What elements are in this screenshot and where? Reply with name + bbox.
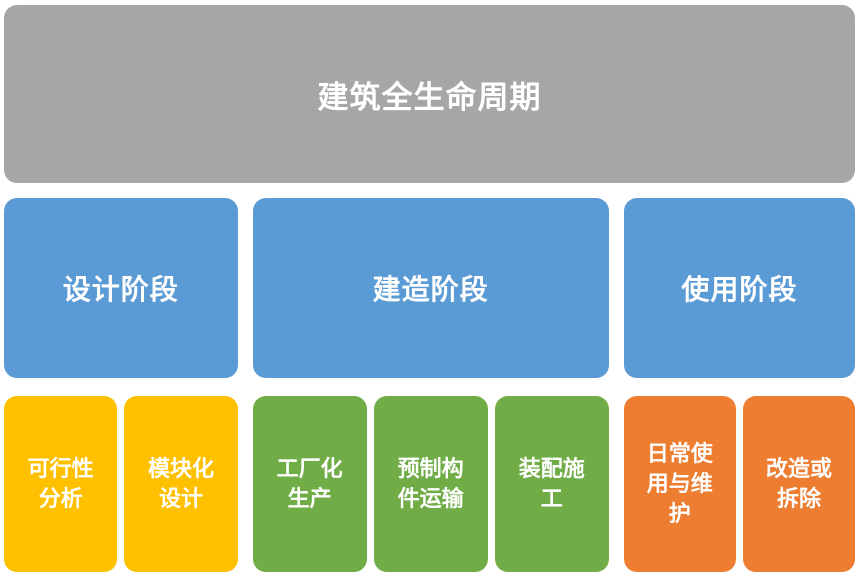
- sub-group-use: 日常使 用与维 护 改造或 拆除: [623, 396, 856, 572]
- phase-box-design: 设计阶段: [4, 198, 238, 378]
- sub-box-modular-design: 模块化 设计: [124, 396, 238, 572]
- sub-box-daily-use-maintenance: 日常使 用与维 护: [623, 396, 736, 572]
- sub-box-factory-production: 工厂化 生产: [252, 396, 367, 572]
- sub-box-assembly-construction: 装配施 工: [494, 396, 609, 572]
- sub-item-row: 可行性 分析 模块化 设计 工厂化 生产 预制构 件运输 装配施 工 日常使 用…: [4, 396, 856, 572]
- diagram-title: 建筑全生命周期: [317, 79, 542, 115]
- phase-row: 设计阶段 建造阶段 使用阶段: [4, 198, 855, 378]
- phase-label-design: 设计阶段: [62, 274, 179, 305]
- phase-label-use: 使用阶段: [681, 274, 798, 305]
- sub-box-prefab-component-transport: 预制构 件运输: [373, 396, 488, 572]
- sub-group-construction: 工厂化 生产 预制构 件运输 装配施 工: [252, 396, 609, 572]
- phase-box-use: 使用阶段: [623, 198, 855, 378]
- sub-box-feasibility-analysis: 可行性 分析: [4, 396, 118, 572]
- sub-box-renovation-or-demolition: 改造或 拆除: [742, 396, 856, 572]
- phase-box-construction: 建造阶段: [252, 198, 609, 378]
- title-box: 建筑全生命周期: [4, 5, 855, 183]
- phase-label-construction: 建造阶段: [372, 274, 489, 305]
- sub-group-design: 可行性 分析 模块化 设计: [4, 396, 238, 572]
